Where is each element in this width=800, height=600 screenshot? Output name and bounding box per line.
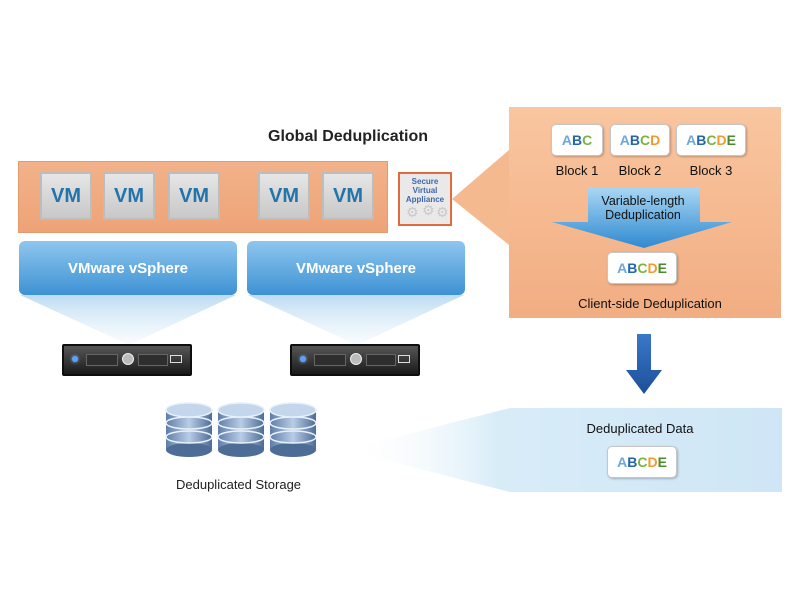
- vm-box: VM: [168, 172, 220, 220]
- funnel-left: [20, 295, 236, 345]
- sva-line-1: Secure: [411, 177, 439, 186]
- client-side-label: Client-side Deduplication: [578, 296, 722, 311]
- gear-icon: ⚙: [422, 202, 435, 218]
- vm-box: VM: [103, 172, 155, 220]
- sva-line-3: Appliance: [405, 195, 445, 204]
- sva-line-2: Virtual: [412, 186, 438, 195]
- gear-icon: ⚙: [406, 204, 419, 220]
- secure-virtual-appliance: Secure Virtual Appliance ⚙ ⚙ ⚙: [398, 172, 452, 226]
- block-label: Block 2: [618, 163, 662, 178]
- disk-stack-3: [269, 402, 317, 457]
- vm-box: VM: [258, 172, 310, 220]
- vm-box: VM: [322, 172, 374, 220]
- server-icon: [290, 344, 420, 376]
- vsphere-box: VMware vSphere: [247, 241, 465, 295]
- disk-stack-1: [165, 402, 213, 457]
- funnel-right: [248, 295, 464, 345]
- deduplicated-data-label: Deduplicated Data: [586, 421, 694, 436]
- vm-box: VM: [40, 172, 92, 220]
- server-icon: [62, 344, 192, 376]
- block-label: Block 3: [689, 163, 733, 178]
- variable-length-line-1: Variable-length: [601, 194, 685, 208]
- variable-length-label: Variable-length Deduplication: [570, 194, 716, 222]
- callout-pointer: [452, 150, 509, 245]
- gear-icon: ⚙: [436, 204, 449, 220]
- disk-stack-2: [217, 402, 265, 457]
- storage-label: Deduplicated Storage: [176, 477, 302, 492]
- page-title: Global Deduplication: [268, 128, 429, 145]
- vsphere-box: VMware vSphere: [19, 241, 237, 295]
- storage-disks: [165, 402, 317, 457]
- down-arrow: [626, 334, 662, 394]
- block-label: Block 1: [555, 163, 599, 178]
- variable-length-line-2: Deduplication: [605, 208, 681, 222]
